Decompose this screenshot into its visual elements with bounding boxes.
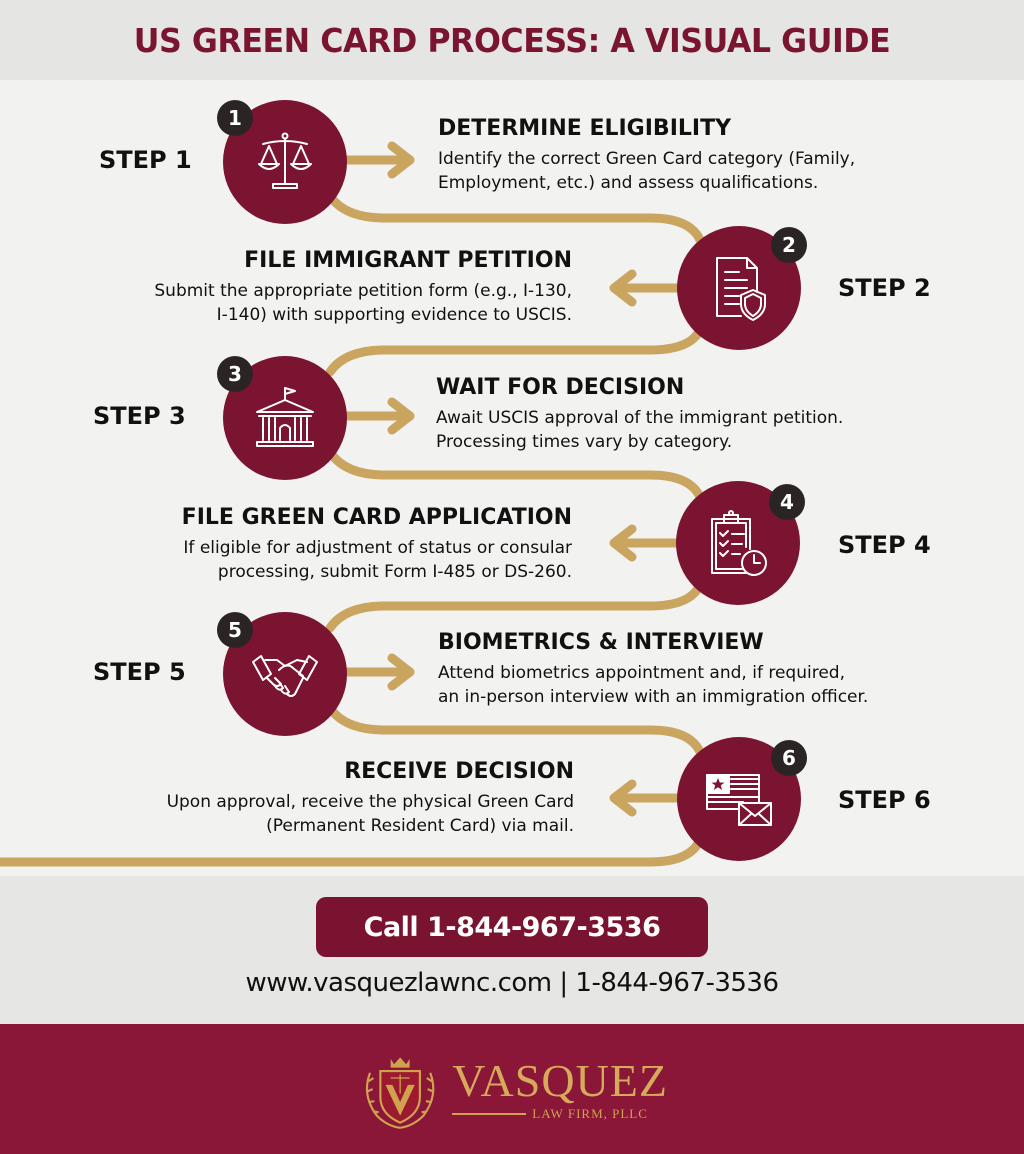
flag-envelope-icon [706, 774, 772, 826]
step-3-badge: 3 [217, 356, 253, 392]
call-button[interactable]: Call 1-844-967-3536 [316, 897, 708, 957]
step-4-label: STEP 4 [838, 531, 931, 559]
step-3-label: STEP 3 [93, 402, 186, 430]
step-4-text: FILE GREEN CARD APPLICATION If eligible … [182, 505, 572, 584]
step-2-title: FILE IMMIGRANT PETITION [244, 248, 572, 273]
step-1-title: DETERMINE ELIGIBILITY [438, 116, 732, 141]
step-5-badge: 5 [217, 612, 253, 648]
step-1-text: DETERMINE ELIGIBILITY Identify the corre… [438, 116, 855, 195]
step-3-circle [223, 356, 347, 480]
header: US GREEN CARD PROCESS: A VISUAL GUIDE [0, 0, 1024, 80]
step-6-description: Upon approval, receive the physical Gree… [166, 792, 574, 836]
step-6-text: RECEIVE DECISION Upon approval, receive … [167, 759, 574, 838]
logo-name: VASQUEZ [452, 1055, 668, 1106]
clipboard-clock-icon [711, 510, 767, 576]
firm-logo: VASQUEZ LAW FIRM, PLLC [358, 1040, 668, 1140]
footer [0, 1024, 1024, 1154]
step-4-badge: 4 [769, 484, 805, 520]
step-4-description: If eligible for adjustment of status or … [183, 538, 572, 582]
contact-line: www.vasquezlawnc.com | 1-844-967-3536 [245, 968, 779, 998]
step-2-text: FILE IMMIGRANT PETITION Submit the appro… [154, 248, 572, 327]
step-4-title: FILE GREEN CARD APPLICATION [181, 505, 572, 530]
scales-of-justice-icon [258, 132, 312, 189]
step-3-title: WAIT FOR DECISION [436, 375, 685, 400]
step-6-badge: 6 [771, 740, 807, 776]
page-title: US GREEN CARD PROCESS: A VISUAL GUIDE [133, 20, 891, 60]
step-6-title: RECEIVE DECISION [344, 759, 574, 784]
step-5-text: BIOMETRICS & INTERVIEW Attend biometrics… [438, 630, 868, 709]
step-3-description: Await USCIS approval of the immigrant pe… [436, 408, 844, 452]
document-shield-icon [716, 257, 766, 321]
step-2-description: Submit the appropriate petition form (e.… [154, 281, 572, 325]
step-5-label: STEP 5 [93, 658, 186, 686]
step-5-description: Attend biometrics appointment and, if re… [438, 663, 869, 707]
step-2-label: STEP 2 [838, 274, 931, 302]
handshake-icon [252, 655, 318, 697]
step-2-badge: 2 [771, 227, 807, 263]
step-1-badge: 1 [217, 100, 253, 136]
steps-area [0, 80, 1024, 876]
logo-divider [452, 1113, 527, 1115]
step-1-label: STEP 1 [99, 146, 192, 174]
step-6-label: STEP 6 [838, 786, 931, 814]
crest-icon [365, 1057, 435, 1129]
step-5-title: BIOMETRICS & INTERVIEW [438, 630, 764, 655]
step-3-text: WAIT FOR DECISION Await USCIS approval o… [436, 375, 843, 454]
step-1-description: Identify the correct Green Card category… [438, 149, 856, 193]
government-building-icon [256, 387, 314, 447]
logo-subtitle: LAW FIRM, PLLC [532, 1106, 648, 1121]
